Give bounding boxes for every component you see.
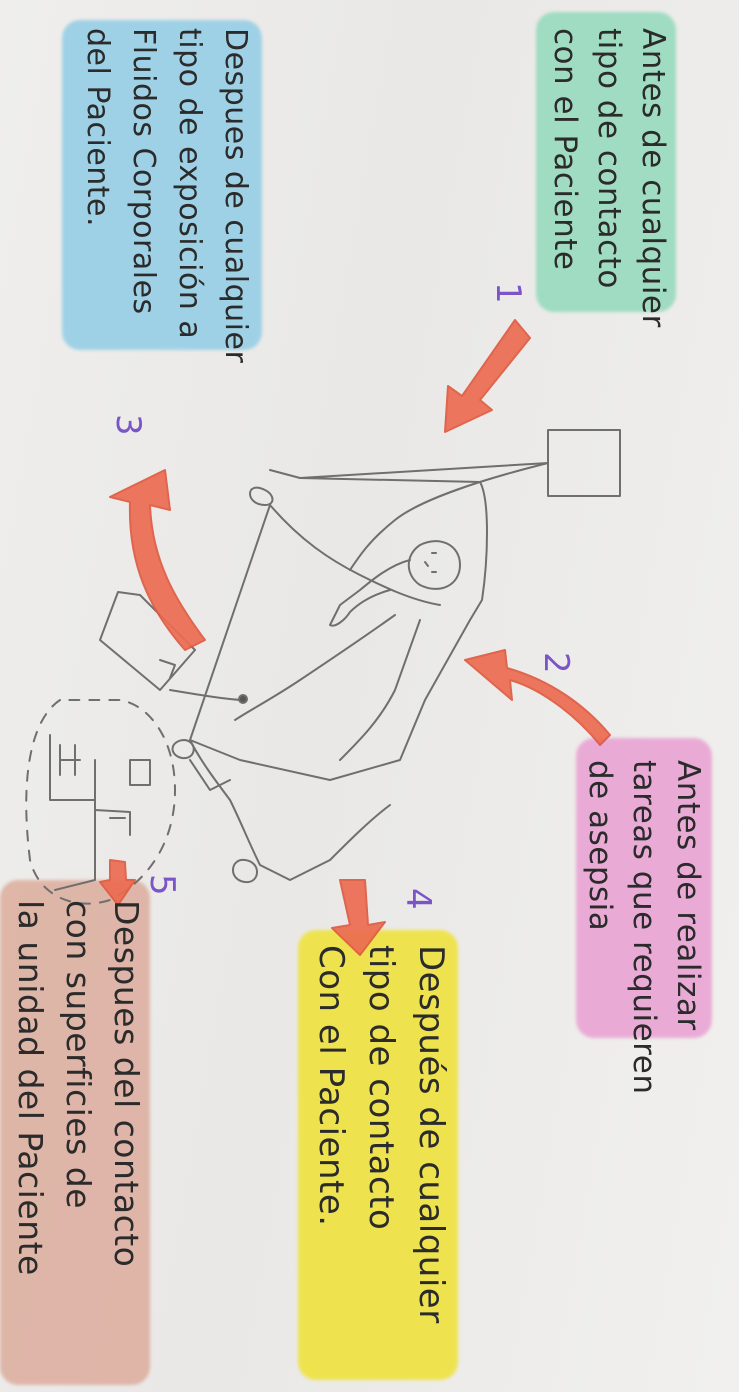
iv-pole [300, 463, 548, 478]
arrow-3 [110, 470, 205, 650]
note-3-line-1: Despues de cualquier [212, 28, 258, 363]
note-4-line-2: tipo de contacto [356, 945, 406, 1324]
note-3-line-2: tipo de exposición a [166, 28, 212, 363]
note-1-line-2: tipo de contacto [587, 28, 631, 328]
note-5-line-2: con superficies de [54, 900, 102, 1276]
note-4-line-1: Después de cualquier [406, 945, 456, 1324]
step-number-2: 2 [536, 652, 576, 674]
note-5-line-3: la unidad del Paciente [6, 900, 54, 1276]
note-4-line-3: Con el Paciente. [306, 945, 356, 1324]
note-1: Antes de cualquier tipo de contacto con … [543, 28, 675, 328]
arrow-4 [332, 880, 385, 955]
note-5-line-1: Despues del contacto [102, 900, 150, 1276]
step-number-4: 4 [398, 888, 438, 910]
note-1-line-1: Antes de cualquier [631, 28, 675, 328]
bed-base [190, 740, 390, 880]
arrow-5 [100, 860, 135, 905]
note-2-line-2: tareas que requieren [622, 760, 666, 1094]
note-4: Después de cualquier tipo de contacto Co… [306, 945, 456, 1324]
note-2-line-3: de asepsia [578, 760, 622, 1094]
bed-mattress [190, 505, 470, 780]
arrow-1 [445, 320, 530, 432]
step-number-1: 1 [488, 282, 528, 304]
note-5: Despues del contacto con superficies de … [6, 900, 150, 1276]
step-number-5: 5 [142, 874, 182, 896]
note-2: Antes de realizar tareas que requieren d… [578, 760, 710, 1094]
note-3-line-4: del Paciente. [74, 28, 120, 363]
iv-bag [548, 430, 620, 496]
note-3-line-3: Fluidos Corporales [120, 28, 166, 363]
bedside-cabinet [50, 735, 95, 800]
patient-head [409, 541, 460, 589]
step-number-3: 3 [108, 414, 148, 436]
note-2-line-1: Antes de realizar [666, 760, 710, 1094]
note-3: Despues de cualquier tipo de exposición … [74, 28, 258, 363]
bed-headboard [250, 488, 273, 505]
note-1-line-3: con el Paciente [543, 28, 587, 328]
